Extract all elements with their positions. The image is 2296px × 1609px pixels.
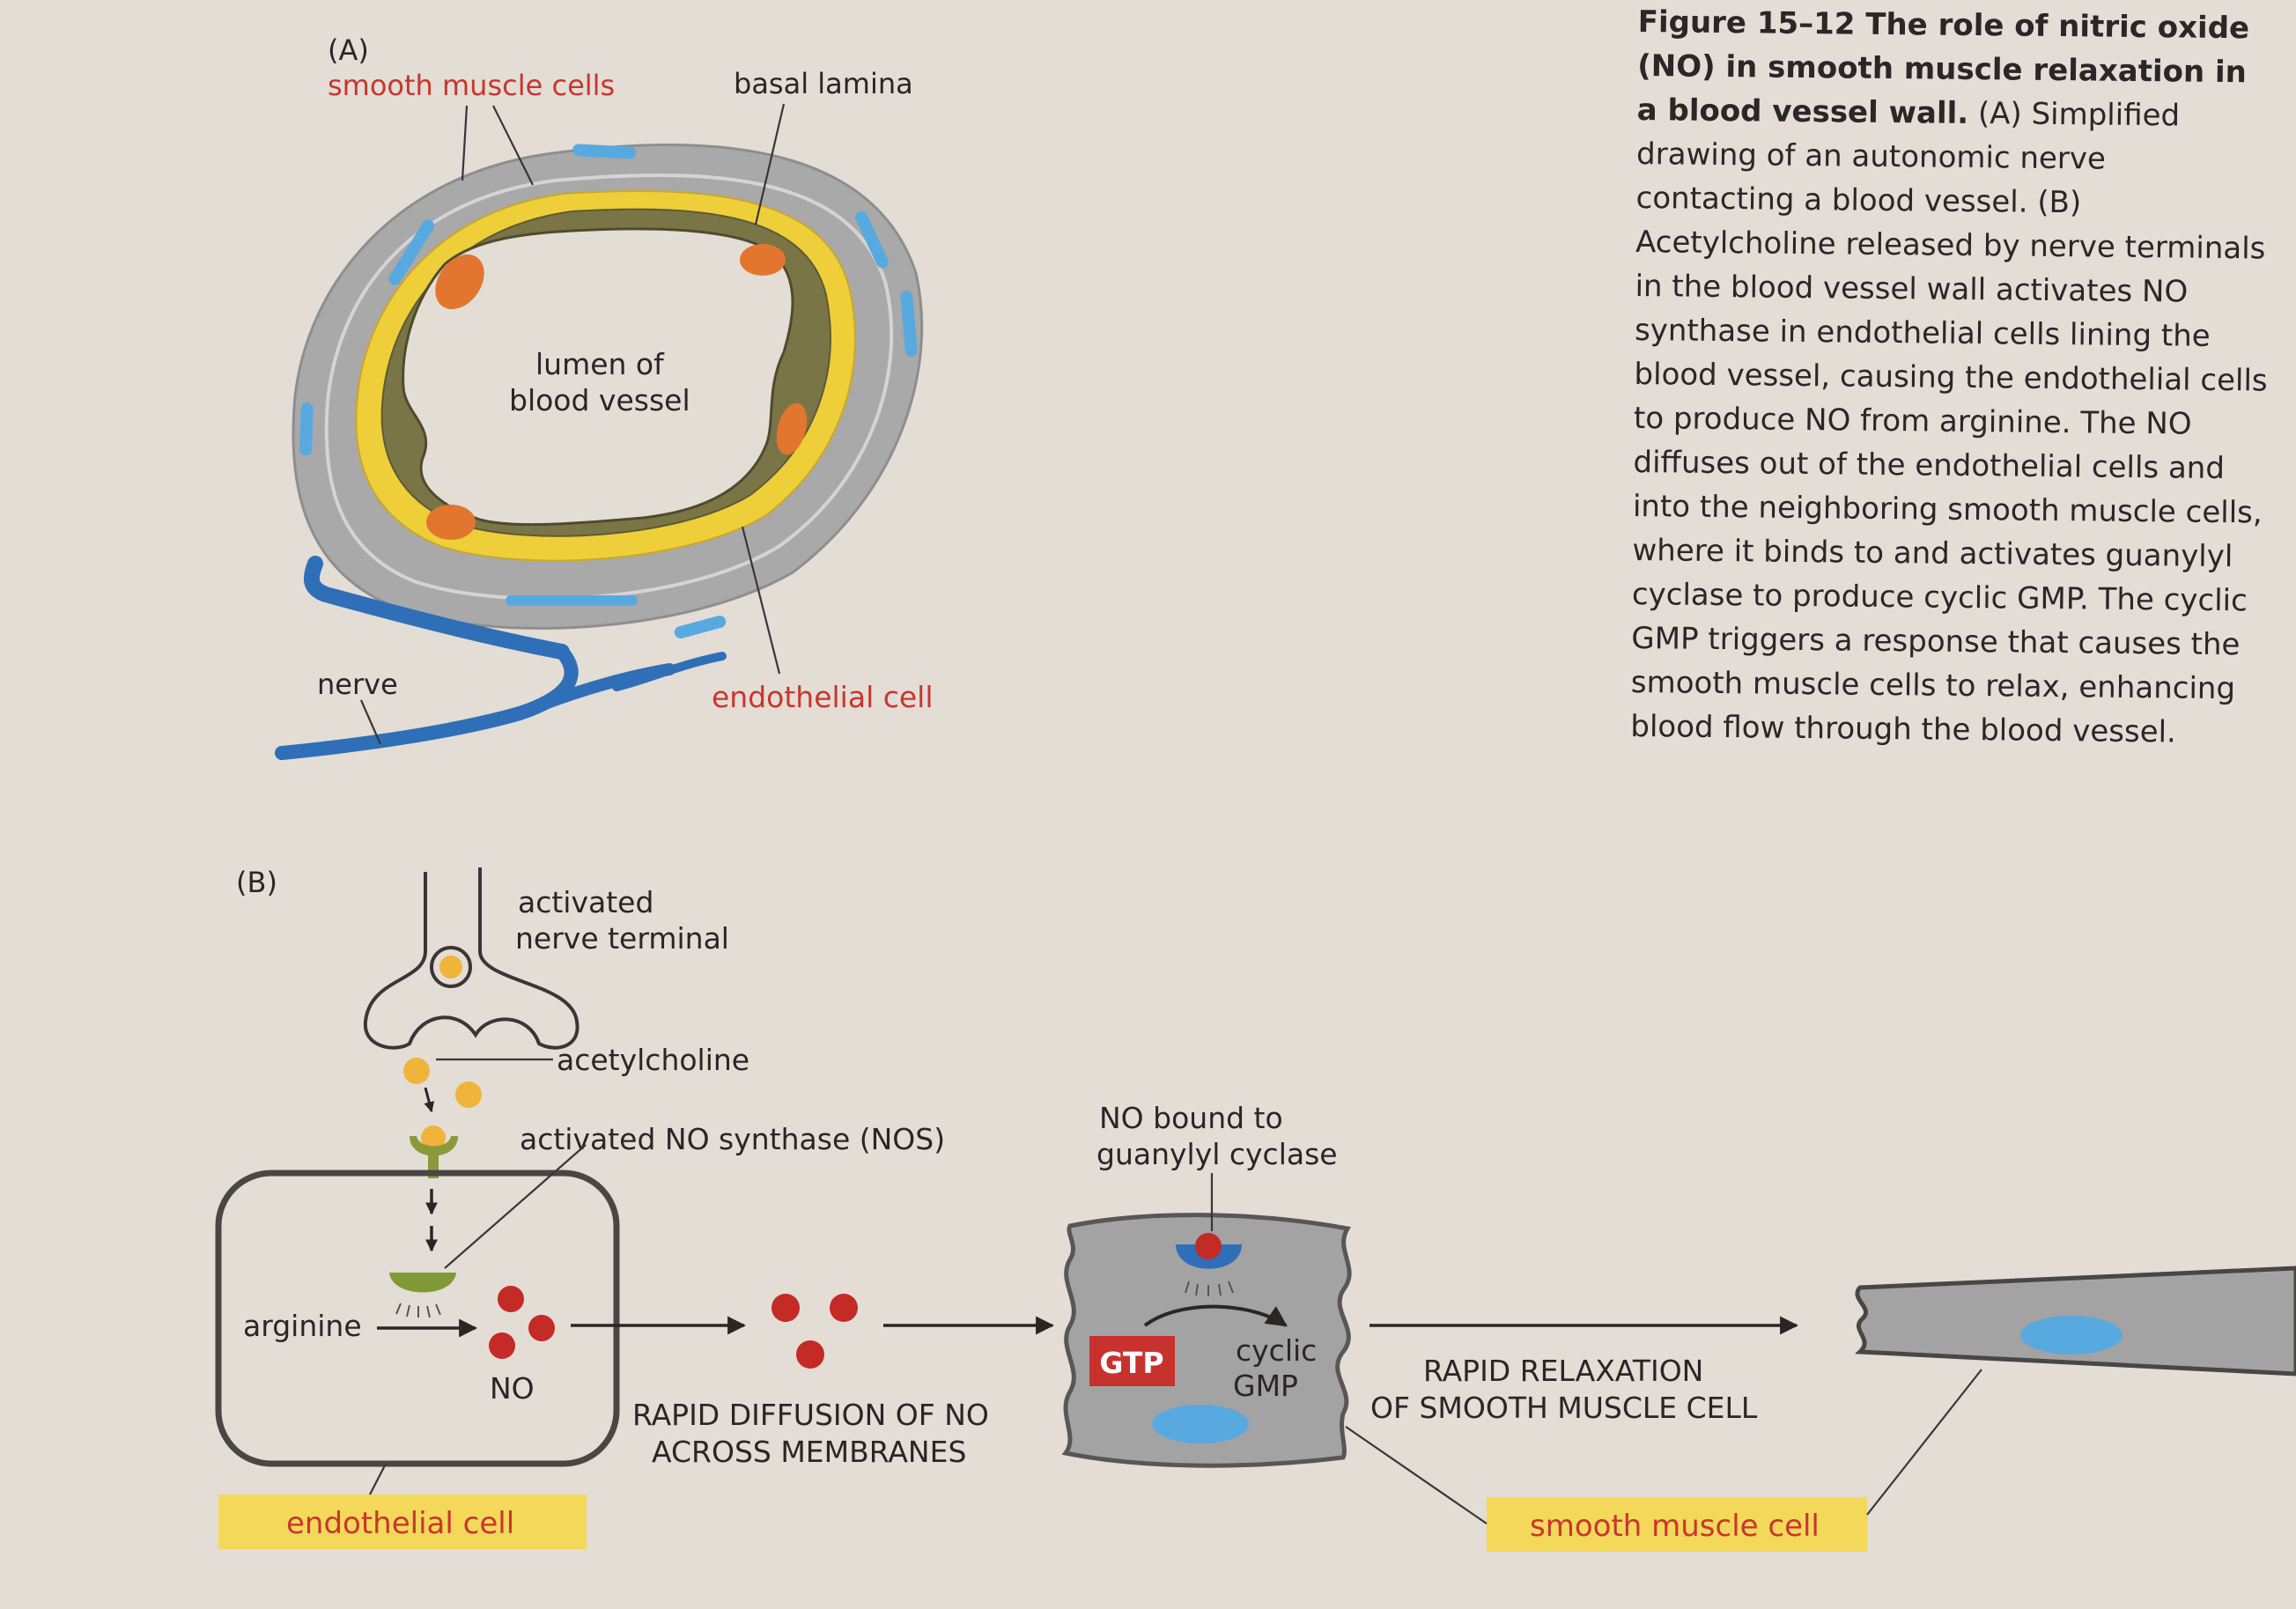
panel-b: (B) activated nerve terminal acetylcholi… xyxy=(215,866,2296,1552)
cgmp-label-line2: GMP xyxy=(1233,1369,1298,1403)
muscle-nucleus-7 xyxy=(855,210,889,269)
panel-b-label: (B) xyxy=(236,866,277,899)
muscle-nucleus-3 xyxy=(299,402,314,455)
lumen-label-line1: lumen of xyxy=(535,347,665,381)
no-label: NO xyxy=(490,1371,535,1406)
muscle-nucleus-1 xyxy=(572,144,636,159)
diffusing-no-molecules xyxy=(771,1294,858,1369)
leader-smooth-muscle-tag-1 xyxy=(1345,1426,1488,1524)
nerve-fiber xyxy=(275,556,727,760)
leader-smooth-muscle-b xyxy=(492,105,534,186)
leader-smooth-muscle-a xyxy=(461,105,469,181)
cgmp-label-line1: cyclic xyxy=(1236,1333,1317,1368)
muscle-nucleus-6 xyxy=(674,616,727,638)
caption-body: (A) Simplified drawing of an autonomic n… xyxy=(1630,96,2268,750)
gtp-label: GTP xyxy=(1099,1346,1163,1380)
gtp-box xyxy=(1089,1336,1175,1386)
nerve-terminal-label-line2: nerve terminal xyxy=(515,921,729,956)
leader-nos xyxy=(444,1144,587,1269)
endothelial-nucleus-1 xyxy=(435,254,484,310)
basal-lamina-label: basal lamina xyxy=(734,67,913,100)
nerve-terminal-label-line1: activated xyxy=(518,885,653,919)
guanylyl-cyclase xyxy=(1176,1233,1242,1296)
relaxation-label-line1: RAPID RELAXATION xyxy=(1423,1354,1703,1388)
panel-a-label: (A) xyxy=(328,33,369,67)
acetylcholine-molecule-1 xyxy=(403,1058,430,1084)
smooth-muscle-tag-label: smooth muscle cell xyxy=(1530,1509,1820,1544)
leader-nerve xyxy=(359,699,382,745)
figure-caption: Figure 15–12 The role of nitric oxide (N… xyxy=(1630,0,2272,755)
smooth-muscle-inner-line xyxy=(324,173,894,601)
no-synthase-enzyme xyxy=(389,1273,456,1318)
nos-label: activated NO synthase (NOS) xyxy=(520,1122,945,1156)
nerve-terminal xyxy=(363,867,580,1050)
acetylcholine-molecule-2 xyxy=(455,1081,482,1108)
vessel-cross-section xyxy=(292,143,924,638)
endothelial-cell-body xyxy=(215,1170,620,1467)
muscle-nucleus-5 xyxy=(506,595,638,606)
no-bound-label-line2: guanylyl cyclase xyxy=(1096,1137,1338,1171)
arginine-label: arginine xyxy=(243,1309,362,1343)
smooth-muscle-cells-label: smooth muscle cells xyxy=(328,69,615,102)
endothelial-nucleus-4 xyxy=(426,505,476,540)
endothelial-nucleus-3 xyxy=(776,402,808,455)
vessel-lumen xyxy=(402,227,794,527)
muscle-nucleus-2 xyxy=(388,219,435,285)
leader-endothelial-a xyxy=(741,526,781,675)
no-bound-label-line1: NO bound to xyxy=(1099,1101,1283,1135)
endothelial-cell-label-a: endothelial cell xyxy=(712,680,934,714)
relaxed-smooth-muscle-cell xyxy=(1855,1266,2296,1377)
relaxation-label-line2: OF SMOOTH MUSCLE CELL xyxy=(1370,1391,1758,1425)
diffusion-label-line2: ACROSS MEMBRANES xyxy=(652,1435,966,1469)
no-molecules-in-cell xyxy=(489,1286,555,1359)
nerve-label: nerve xyxy=(317,668,398,701)
acetylcholine-label: acetylcholine xyxy=(557,1043,749,1077)
smooth-muscle-tag-box xyxy=(1487,1497,1867,1552)
lumen-label-line2: blood vessel xyxy=(509,383,690,417)
release-arrow xyxy=(424,1087,435,1113)
diffusion-label-line1: RAPID DIFFUSION OF NO xyxy=(632,1398,989,1432)
leader-smooth-muscle-tag-2 xyxy=(1866,1369,1982,1516)
endothelial-nucleus-2 xyxy=(740,244,786,276)
muscle-nucleus-4 xyxy=(900,291,918,357)
gtp-to-cgmp-arrow xyxy=(1143,1304,1288,1327)
leader-basal-lamina xyxy=(754,103,786,225)
panel-a: (A) smooth muscle cells basal lamina xyxy=(275,33,934,760)
endothelial-tag-box xyxy=(218,1495,587,1549)
smooth-muscle-cell-section xyxy=(1061,1213,1352,1468)
leader-endothelial-tag xyxy=(369,1463,387,1495)
endothelial-tag-label: endothelial cell xyxy=(286,1506,514,1541)
